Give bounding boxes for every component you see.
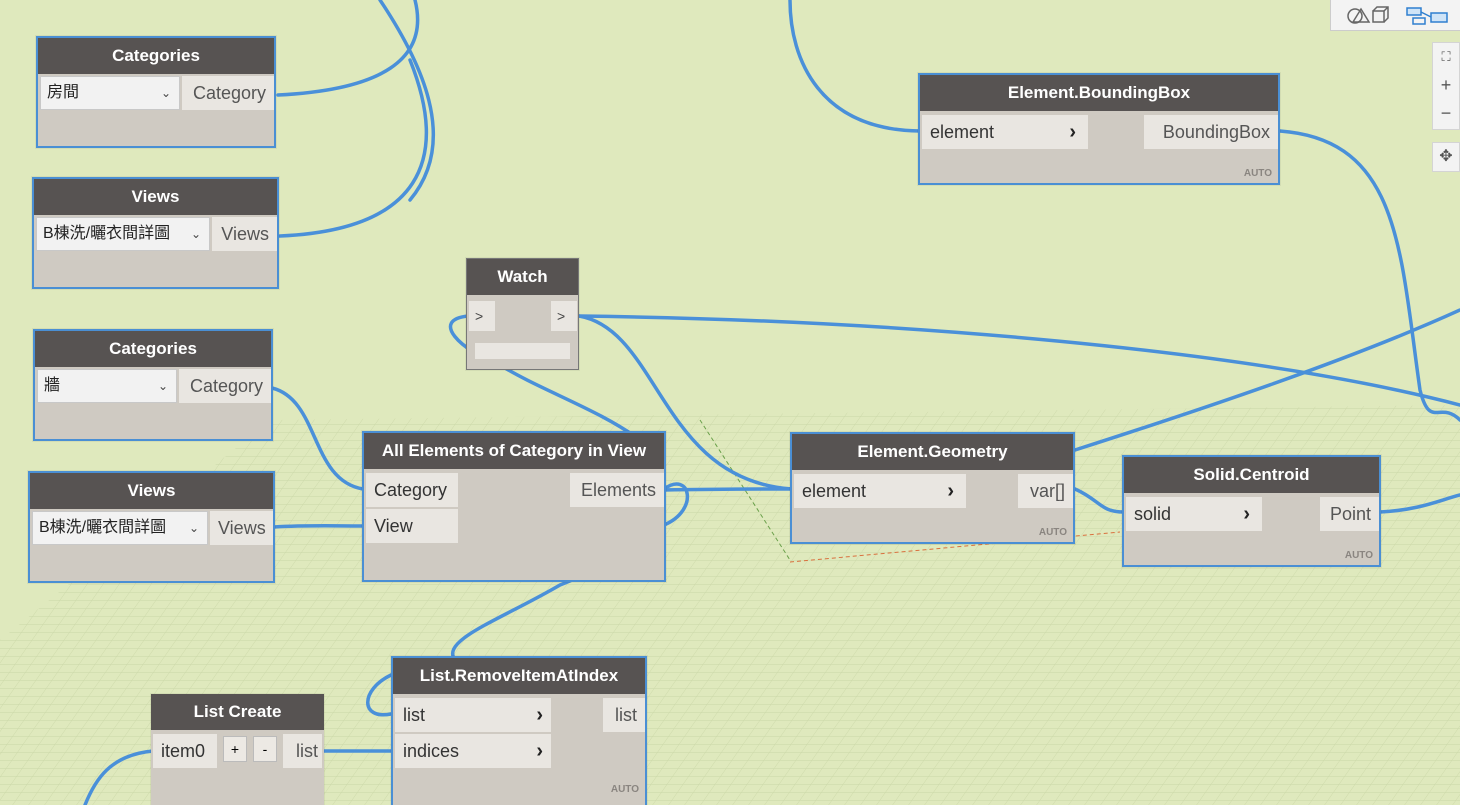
add-input-button[interactable]: + <box>223 736 247 762</box>
node-title: Solid.Centroid <box>1124 457 1379 493</box>
wire <box>278 58 429 238</box>
chevron-down-icon: ⌄ <box>160 86 171 100</box>
centroid-node[interactable]: Solid.Centroid solid › Point AUTO <box>1122 455 1381 567</box>
port-label: indices <box>403 741 460 761</box>
wire <box>83 749 155 805</box>
list-create-node[interactable]: List Create item0 + - list <box>151 694 324 805</box>
wire <box>662 487 794 492</box>
dropdown-value: B棟洗/曬衣間詳圖 <box>43 225 171 242</box>
remove-item-node[interactable]: List.RemoveItemAtIndex list › indices › … <box>391 656 647 805</box>
wire <box>1073 308 1460 452</box>
wire <box>1378 493 1460 514</box>
output-port-point[interactable]: Point <box>1320 497 1379 531</box>
category-dropdown[interactable]: 牆 ⌄ <box>37 369 177 403</box>
view-dropdown[interactable]: B棟洗/曬衣間詳圖 ⌄ <box>32 511 208 545</box>
wire <box>272 524 365 529</box>
output-port[interactable]: > <box>551 301 577 331</box>
output-port-elements[interactable]: Elements <box>570 473 664 507</box>
lacing-label[interactable]: AUTO <box>1243 168 1272 179</box>
output-port[interactable]: Category <box>182 76 274 110</box>
chevron-down-icon: ⌄ <box>188 521 199 535</box>
node-title: Element.Geometry <box>792 434 1073 470</box>
input-port-indices[interactable]: indices › <box>395 734 551 768</box>
view-dropdown[interactable]: B棟洗/曬衣間詳圖 ⌄ <box>36 217 210 251</box>
zoom-out-button[interactable]: − <box>1440 103 1452 123</box>
output-port-boundingbox[interactable]: BoundingBox <box>1144 115 1278 149</box>
fit-view-icon[interactable]: ⛶ <box>1441 49 1451 64</box>
node-title: Categories <box>38 38 274 74</box>
chevron-right-icon: › <box>1243 503 1250 525</box>
input-port-solid[interactable]: solid › <box>1126 497 1262 531</box>
wire <box>270 386 365 491</box>
remove-input-button[interactable]: - <box>253 736 277 762</box>
input-port-item0[interactable]: item0 <box>153 734 217 768</box>
wire <box>276 0 420 97</box>
geometry-node[interactable]: Element.Geometry element › var[] AUTO <box>790 432 1075 544</box>
zoom-in-button[interactable]: + <box>1440 75 1452 95</box>
output-port[interactable]: Views <box>212 217 277 251</box>
input-port[interactable]: > <box>469 301 495 331</box>
chevron-down-icon: ⌄ <box>157 379 168 393</box>
wire <box>378 0 436 202</box>
wire <box>577 314 794 491</box>
wire <box>577 314 1460 407</box>
dropdown-value: 房間 <box>47 84 80 101</box>
chevron-right-icon: › <box>536 740 543 762</box>
input-port-view[interactable]: View <box>366 509 458 543</box>
watch-node[interactable]: Watch > > <box>466 258 579 370</box>
port-label: list <box>403 705 425 725</box>
input-port-element[interactable]: element › <box>922 115 1088 149</box>
port-label: solid <box>1134 504 1172 524</box>
views-node[interactable]: Views B棟洗/曬衣間詳圖 ⌄ Views <box>28 471 275 583</box>
chevron-down-icon: ⌄ <box>190 227 201 241</box>
node-title: Views <box>34 179 277 215</box>
node-title: Watch <box>467 259 578 295</box>
categories-node[interactable]: Categories 牆 ⌄ Category <box>33 329 273 441</box>
lacing-label[interactable]: AUTO <box>1344 550 1373 561</box>
category-dropdown[interactable]: 房間 ⌄ <box>40 76 180 110</box>
node-title: All Elements of Category in View <box>364 433 664 469</box>
chevron-right-icon: › <box>1069 121 1076 143</box>
zoom-controls: ⛶ + − <box>1432 42 1460 130</box>
geometry-view-icon[interactable] <box>1343 3 1391 27</box>
node-title: List.RemoveItemAtIndex <box>393 658 645 694</box>
port-label: element <box>802 481 867 501</box>
all-elements-node[interactable]: All Elements of Category in View Categor… <box>362 431 666 582</box>
watch-display <box>475 343 570 359</box>
dropdown-value: B棟洗/曬衣間詳圖 <box>39 519 167 536</box>
bounding-box-node[interactable]: Element.BoundingBox element › BoundingBo… <box>918 73 1280 185</box>
node-title: Element.BoundingBox <box>920 75 1278 111</box>
lacing-label[interactable]: AUTO <box>610 784 639 795</box>
chevron-right-icon: › <box>536 704 543 726</box>
pan-control: ✥ <box>1432 142 1460 172</box>
output-port-var[interactable]: var[] <box>1018 474 1073 508</box>
wire <box>366 673 393 717</box>
categories-node[interactable]: Categories 房間 ⌄ Category <box>36 36 276 148</box>
wire <box>1278 129 1460 422</box>
lacing-label[interactable]: AUTO <box>1038 527 1067 538</box>
output-port-list[interactable]: list <box>283 734 322 768</box>
port-label: element <box>930 122 995 142</box>
dropdown-value: 牆 <box>44 377 61 394</box>
graph-view-icon[interactable] <box>1403 3 1453 27</box>
node-title: List Create <box>151 694 324 730</box>
input-port-list[interactable]: list › <box>395 698 551 732</box>
node-title: Categories <box>35 331 271 367</box>
chevron-right-icon: › <box>947 480 954 502</box>
pan-icon[interactable]: ✥ <box>1439 148 1453 165</box>
output-port[interactable]: Views <box>210 511 273 545</box>
views-node[interactable]: Views B棟洗/曬衣間詳圖 ⌄ Views <box>32 177 279 289</box>
input-port-element[interactable]: element › <box>794 474 966 508</box>
input-port-category[interactable]: Category <box>366 473 458 507</box>
wire <box>1073 487 1126 514</box>
view-toggle-toolbar <box>1330 0 1460 31</box>
wire <box>788 0 922 133</box>
node-title: Views <box>30 473 273 509</box>
output-port-list[interactable]: list <box>603 698 645 732</box>
output-port[interactable]: Category <box>179 369 271 403</box>
